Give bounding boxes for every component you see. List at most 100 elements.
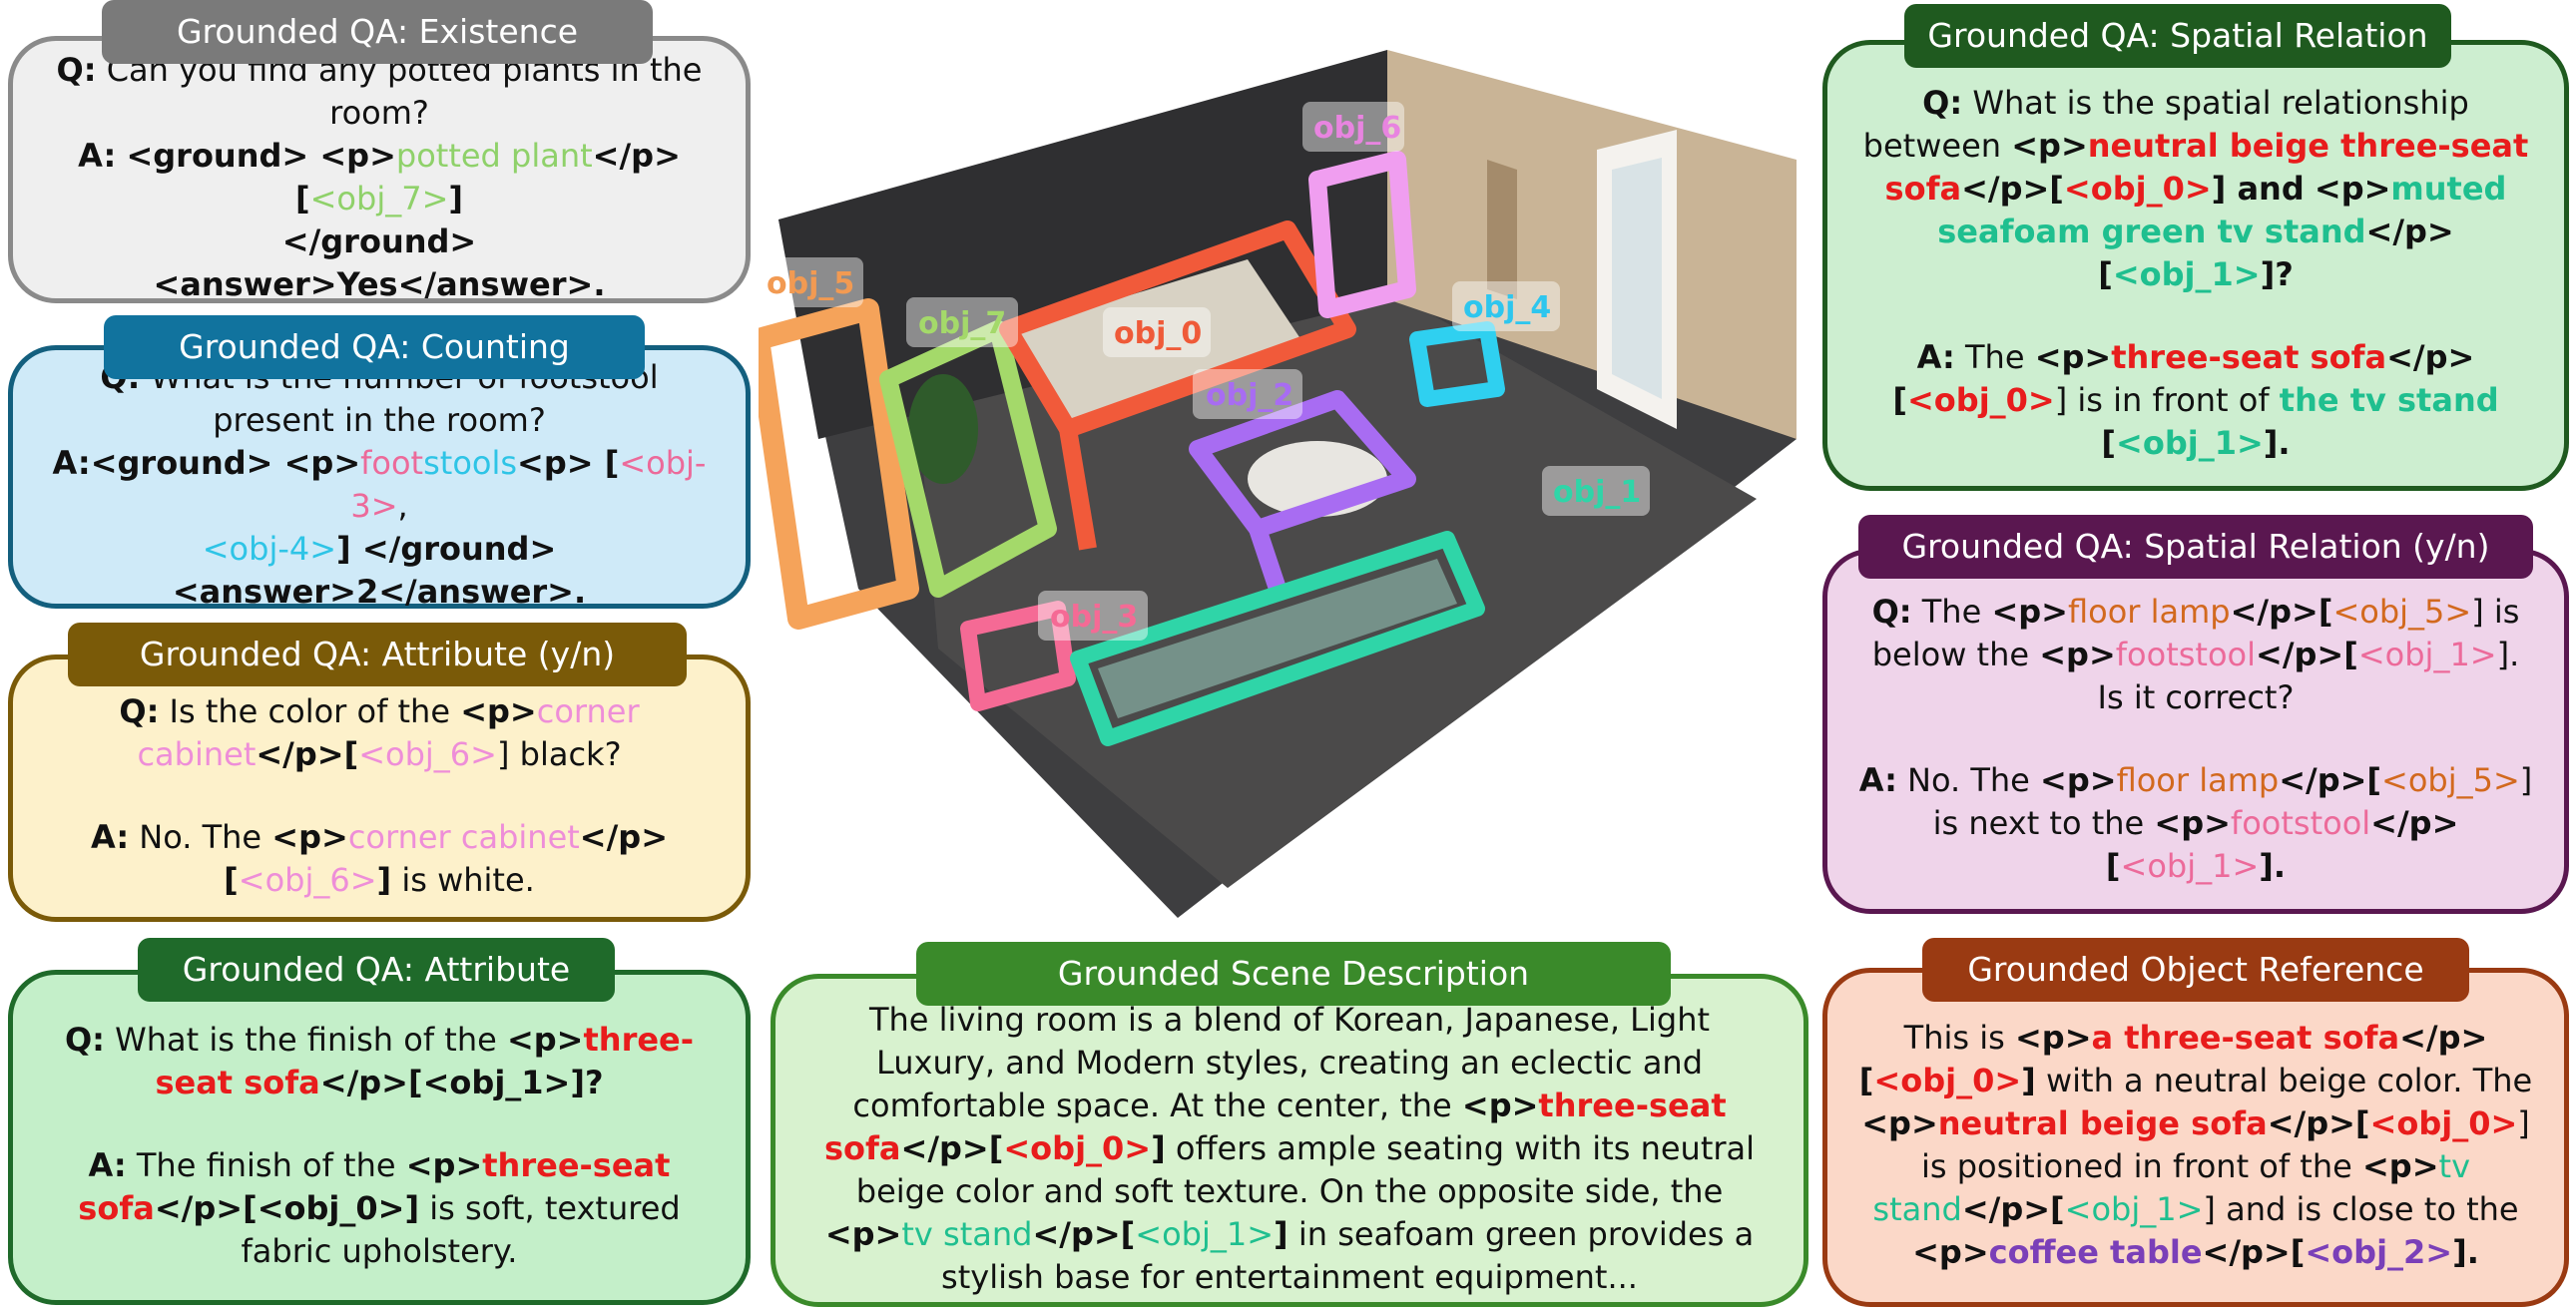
p-close-tag: </p>[: [2105, 804, 2459, 885]
object-mention: footstool: [2230, 804, 2371, 842]
obj-tag: <obj_5>: [2381, 761, 2520, 799]
a-label: A:: [1858, 761, 1897, 799]
relation-text: ] is next to the: [1932, 761, 2533, 842]
p-tag: <p>: [824, 1214, 902, 1253]
question-text: What is the finish of the: [115, 1020, 497, 1059]
ground-close-tag: ] </ground>: [336, 530, 557, 568]
p-close-tag: </p>[: [2098, 213, 2454, 293]
bbox-obj-0-leg: [1059, 427, 1097, 551]
panel-counting: Q: What is the number of footstool prese…: [8, 345, 751, 611]
question-end: ] black?: [496, 735, 622, 773]
q-label: Q:: [64, 1020, 105, 1059]
obj-tag: <obj_0>: [1873, 1062, 2022, 1099]
p-close-tag: </p>[: [2202, 1233, 2306, 1271]
bracket: ]: [2021, 1062, 2036, 1099]
q-label: Q:: [56, 51, 97, 89]
scene-labels: obj_6 obj_5 obj_7 obj_0 obj_2 obj_4 obj_…: [759, 102, 1650, 641]
a-label: A:: [1916, 338, 1955, 376]
obj-tag: <obj_1>: [2120, 847, 2260, 885]
p-tag: <p>: [2034, 338, 2112, 376]
plant-shape: [908, 374, 978, 484]
obj-tag: <obj_1>: [2112, 255, 2261, 293]
bbox-obj-2-leg: [1249, 526, 1287, 592]
answer-end: is white.: [401, 861, 535, 899]
object-mention: tv stand: [1872, 1147, 2470, 1228]
object-mention: neutral beige sofa: [1937, 1104, 2268, 1142]
panel-attribute-yn: Q: Is the color of the <p>corner cabinet…: [8, 655, 751, 922]
q-label: Q:: [1871, 593, 1912, 631]
reference-text: with a neutral beige color. The: [2045, 1062, 2533, 1099]
scene-3d-view: obj_6 obj_5 obj_7 obj_0 obj_2 obj_4 obj_…: [759, 50, 1797, 918]
p-tag: <p>: [2039, 636, 2116, 673]
question-text: Is the color of the: [169, 692, 451, 730]
object-mention: muted seafoam green tv stand: [1937, 170, 2507, 250]
p-tag: <p>: [2040, 761, 2117, 799]
bbox-obj-6: [1308, 151, 1416, 318]
bbox-obj-0: [999, 220, 1356, 438]
obj-tag: <obj_0>: [1003, 1128, 1152, 1167]
answer-end: ].: [2263, 424, 2291, 462]
sofa-shape: [1018, 259, 1307, 429]
panel-attribute: Q: What is the finish of the <p> three-se…: [8, 970, 751, 1305]
banner-existence: Grounded QA: Existence: [102, 0, 653, 64]
obj-tag: <obj_0>: [2063, 170, 2212, 208]
bbox-obj-7: [879, 320, 1057, 598]
comma: ,: [397, 487, 408, 525]
panel-existence: Q: Can you find any potted plants in the…: [8, 36, 751, 303]
p-tag: <p>: [1991, 593, 2068, 631]
p-close-tag: </p>[: [1961, 1190, 2065, 1228]
obj-tag: <obj_6>: [238, 861, 377, 899]
p-close-tag: </p>[: [256, 735, 359, 773]
p-tag: <p>: [460, 692, 537, 730]
relation-text: ] is below the: [1871, 593, 2520, 673]
question-text: What is the spatial relationship between: [1862, 84, 2469, 165]
obj-tag: <obj-4>: [202, 530, 337, 568]
answer-tail: is soft, textured fabric upholstery.: [241, 1188, 681, 1270]
banner-attribute-yn: Grounded QA: Attribute (y/n): [68, 623, 687, 686]
p-tag: <p> [: [517, 444, 620, 482]
label-obj-3: obj_3: [1050, 600, 1138, 635]
object-mention: three-seat sofa: [78, 1145, 671, 1227]
panel-spatial-relation: Q: What is the spatial relationship betw…: [1822, 40, 2569, 491]
object-mention: a three-seat sofa: [2091, 1019, 2400, 1057]
p-close-tag: </p>[: [2230, 593, 2333, 631]
a-label: A:: [78, 137, 117, 175]
description-text: The living room is a blend of Korean, Ja…: [852, 1000, 1711, 1124]
bracket: ]: [1274, 1214, 1288, 1253]
p-tag: <p>: [271, 818, 348, 856]
obj-tag: <obj_7>: [309, 180, 449, 218]
bbox-obj-5: [759, 298, 919, 630]
p-tag: <p>: [2014, 1019, 2092, 1057]
object-mention: neutral beige three-seat sofa: [1884, 127, 2529, 208]
ground-tag: <ground> <p>: [126, 137, 396, 175]
reference-text: ] is positioned in front of the: [1920, 1104, 2530, 1185]
obj-tag: <obj_1>: [2116, 424, 2264, 462]
obj-tag: <obj_1>: [2064, 1190, 2204, 1228]
object-mention: floor lamp: [2116, 761, 2280, 799]
bracket: ].: [2452, 1233, 2479, 1271]
p-close-tag: </p>[: [900, 1128, 1004, 1167]
reference-text: This is: [1903, 1019, 2005, 1057]
p-tag: <p>: [506, 1020, 584, 1059]
p-close-tag: </p>[: [1032, 1214, 1136, 1253]
label-obj-0: obj_0: [1114, 316, 1202, 351]
obj-tag: <obj_2>: [2305, 1233, 2453, 1271]
label-obj-6: obj_6: [1313, 111, 1401, 146]
p-close-tag: </p>[: [1892, 338, 2475, 419]
question-text: The: [1921, 593, 1982, 631]
question-end: ]?: [2260, 255, 2294, 293]
bracket: ]: [448, 180, 463, 218]
p-close-tag: </p>[: [2279, 761, 2382, 799]
p-close-tag: </p>[: [2256, 636, 2358, 673]
bbox-obj-1: [1070, 531, 1485, 746]
object-mention: corner cabinet: [137, 692, 640, 773]
answer-text: The finish of the: [136, 1145, 396, 1184]
obj-tag: <obj_1>: [2357, 636, 2497, 673]
bbox-obj-3: [960, 601, 1076, 711]
answer-text: No. The: [139, 818, 262, 856]
object-mention: tv stand: [901, 1214, 1033, 1253]
q-label: Q:: [1922, 84, 1963, 122]
p-close-tag: </p>[: [1858, 1019, 2488, 1099]
answer-text: No. The: [1907, 761, 2030, 799]
p-tag: <p>: [1912, 1233, 1989, 1271]
